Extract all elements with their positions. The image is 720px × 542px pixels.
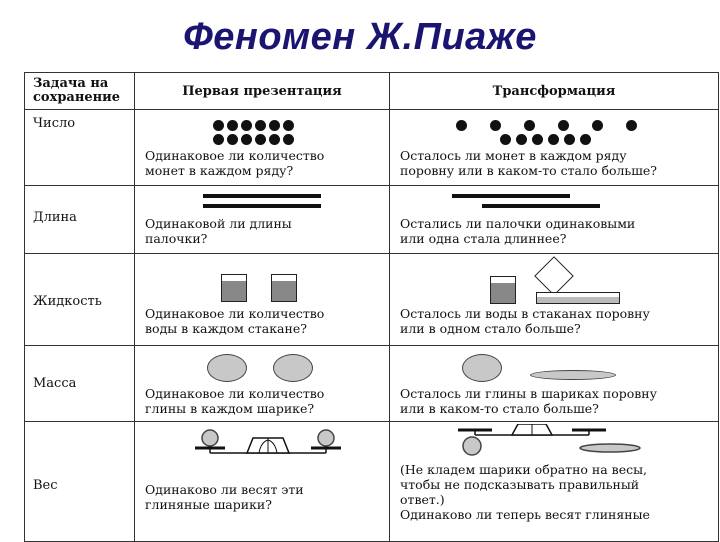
table-header-row: Задача на сохранение Первая презентация … xyxy=(24,72,719,110)
coins-transform-icon xyxy=(391,111,718,149)
table-row: Масса Одинаковое ли количество глины в к… xyxy=(24,345,719,422)
transform-cell-number: Осталось ли монет в каждом ряду поровну … xyxy=(389,109,719,186)
question-number-transform: Осталось ли монет в каждом ряду поровну … xyxy=(400,148,657,178)
task-label-weight: Вес xyxy=(24,421,135,542)
table-row: Число Одинаковое ли количество монет в к… xyxy=(24,109,719,186)
question-weight-transform: (Не кладем шарики обратно на весы, чтобы… xyxy=(400,462,650,522)
clay-first-icon xyxy=(136,347,389,387)
glasses-transform-icon xyxy=(391,255,718,307)
balance-scale-transform-icon xyxy=(391,423,718,463)
transform-cell-length: Остались ли палочки одинаковыми или одна… xyxy=(389,185,719,254)
balance-scale-first-icon xyxy=(136,423,389,483)
task-label-length: Длина xyxy=(24,185,135,254)
first-cell-length: Одинаковой ли длины палочки? xyxy=(134,185,390,254)
table-row: Жидкость Одинаковое ли количество воды в… xyxy=(24,253,719,346)
question-mass-transform: Осталось ли глины в шариках поровну или … xyxy=(400,386,657,416)
first-cell-mass: Одинаковое ли количество глины в каждом … xyxy=(134,345,390,422)
question-number-first: Одинаковое ли количество монет в каждом … xyxy=(145,148,325,178)
page-title: Феномен Ж.Пиаже xyxy=(183,16,537,58)
table-row: Вес Одинаково ли весят эти глиняные шари… xyxy=(24,421,719,542)
table-row: Длина Одинаковой ли длины палочки? Остал… xyxy=(24,185,719,254)
task-label-number: Число xyxy=(24,109,135,186)
balance-scale-icon xyxy=(195,429,341,454)
question-weight-first: Одинаково ли весят эти глиняные шарики? xyxy=(145,482,304,512)
transform-cell-mass: Осталось ли глины в шариках поровну или … xyxy=(389,345,719,422)
column-header-first: Первая презентация xyxy=(134,72,390,110)
glasses-first-icon xyxy=(136,255,389,307)
conservation-table: Задача на сохранение Первая презентация … xyxy=(24,72,719,542)
transform-cell-liquid: Осталось ли воды в стаканах поровну или … xyxy=(389,253,719,346)
first-cell-liquid: Одинаковое ли количество воды в каждом с… xyxy=(134,253,390,346)
first-cell-weight: Одинаково ли весят эти глиняные шарики? xyxy=(134,421,390,542)
balance-scale-icon xyxy=(458,424,641,456)
question-liquid-first: Одинаковое ли количество воды в каждом с… xyxy=(145,306,325,336)
question-length-transform: Остались ли палочки одинаковыми или одна… xyxy=(400,216,636,246)
question-length-first: Одинаковой ли длины палочки? xyxy=(145,216,292,246)
column-header-transform: Трансформация xyxy=(389,72,719,110)
question-mass-first: Одинаковое ли количество глины в каждом … xyxy=(145,386,325,416)
task-label-mass: Масса xyxy=(24,345,135,422)
clay-transform-icon xyxy=(391,347,718,387)
sticks-first-icon xyxy=(136,187,389,217)
column-header-task: Задача на сохранение xyxy=(24,72,135,110)
coins-first-icon xyxy=(136,111,389,149)
question-liquid-transform: Осталось ли воды в стаканах поровну или … xyxy=(400,306,650,336)
first-cell-number: Одинаковое ли количество монет в каждом … xyxy=(134,109,390,186)
sticks-transform-icon xyxy=(391,187,718,217)
transform-cell-weight: (Не кладем шарики обратно на весы, чтобы… xyxy=(389,421,719,542)
task-label-liquid: Жидкость xyxy=(24,253,135,346)
